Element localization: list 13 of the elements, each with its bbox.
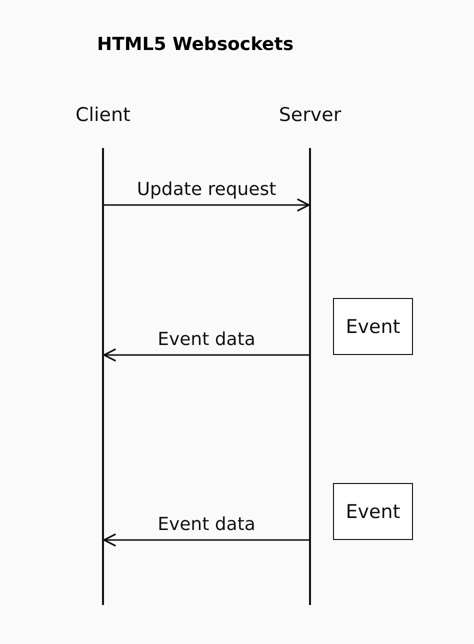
lifeline (102, 148, 104, 605)
participant-label: Server (278, 104, 342, 126)
edge-label: Event data (158, 514, 256, 535)
edge-label: Update request (136, 179, 276, 200)
diagram-title: HTML5 Websockets (97, 34, 294, 55)
arrow (103, 533, 309, 547)
arrow (103, 348, 309, 362)
event-box: Event (333, 483, 413, 540)
participant-label: Client (75, 104, 130, 126)
event-box: Event (333, 298, 413, 355)
edge-label: Event data (158, 329, 256, 350)
lifeline (309, 148, 311, 605)
arrow (104, 198, 310, 212)
